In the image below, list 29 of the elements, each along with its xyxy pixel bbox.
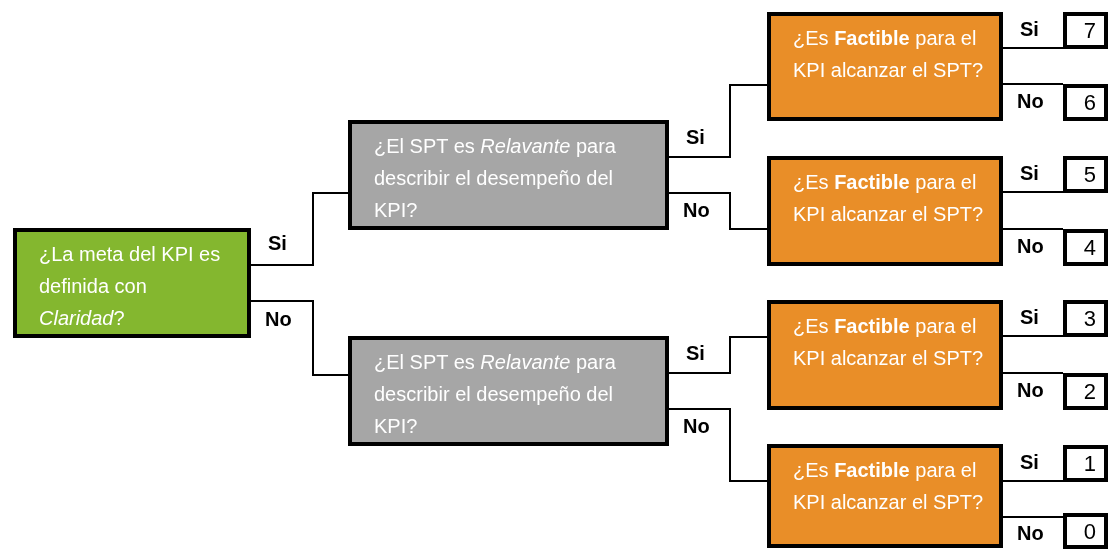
connector-line: [250, 192, 349, 266]
connector-line: [250, 300, 349, 376]
connector-line: [668, 408, 768, 482]
connector-line: [668, 336, 768, 374]
connector-line: [668, 84, 768, 158]
outcome-number: 5: [1063, 156, 1108, 193]
connector-line: [1002, 516, 1064, 518]
decision-box: ¿La meta del KPI es definida con Claridad?: [13, 228, 251, 338]
connector-line: [668, 192, 768, 230]
decision-box: ¿El SPT es Relavante para describir el desempeño del KPI?: [348, 336, 669, 446]
outcome-number: 4: [1063, 229, 1108, 266]
outcome-number: 1: [1063, 445, 1108, 482]
connector-line: [1002, 191, 1064, 193]
decision-box: ¿Es Factible para el KPI alcanzar el SPT?: [767, 12, 1003, 121]
connector-line: [1002, 228, 1064, 230]
outcome-number: 6: [1063, 84, 1108, 121]
connector-line: [1002, 83, 1064, 85]
decision-box: ¿El SPT es Relavante para describir el desempeño del KPI?: [348, 120, 669, 230]
connector-line: [1002, 335, 1064, 337]
outcome-number: 7: [1063, 12, 1108, 49]
decision-box: ¿Es Factible para el KPI alcanzar el SPT?: [767, 156, 1003, 266]
decision-box: ¿Es Factible para el KPI alcanzar el SPT?: [767, 300, 1003, 410]
decision-box: ¿Es Factible para el KPI alcanzar el SPT?: [767, 444, 1003, 548]
connector-line: [1002, 480, 1064, 482]
connector-line: [1002, 372, 1064, 374]
outcome-number: 3: [1063, 300, 1108, 337]
outcome-number: 0: [1063, 513, 1108, 549]
outcome-number: 2: [1063, 373, 1108, 410]
connector-line: [1002, 47, 1064, 49]
